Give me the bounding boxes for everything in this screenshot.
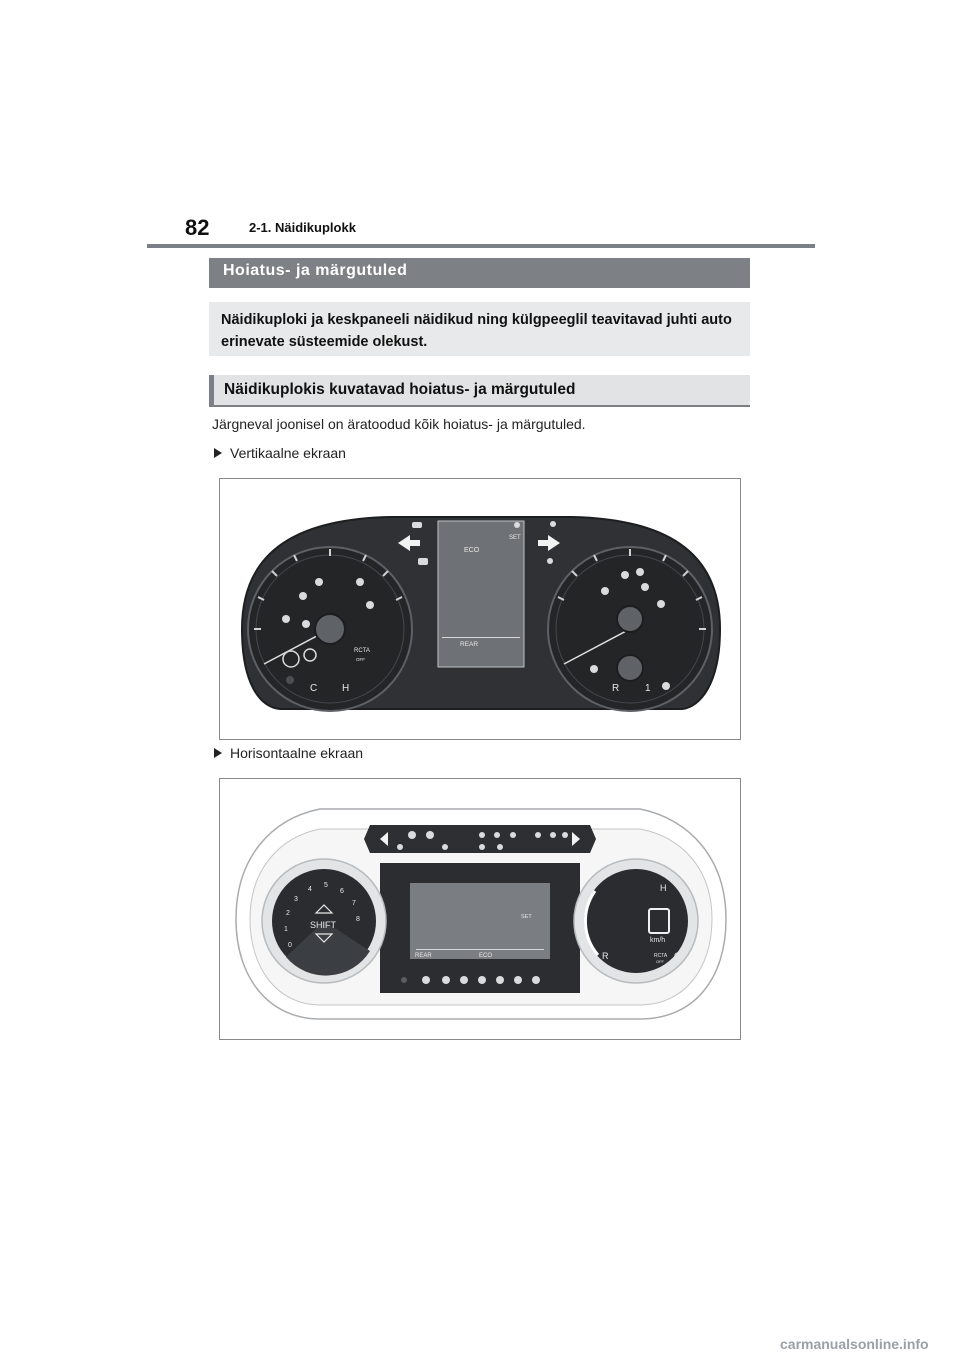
horizontal-set-label: SET: [521, 914, 532, 920]
vertical-rcta-label: RCTA: [354, 648, 370, 654]
caption-horizontal-text: Horisontaalne ekraan: [230, 745, 364, 761]
horizontal-h-label: H: [660, 883, 667, 893]
horizontal-r-label: R: [602, 951, 609, 961]
horizontal-cluster-illustration: SHIFT ECO SET REAR km/h RCTA OFF H C R 0…: [235, 808, 727, 1020]
gauge-ticks: [254, 549, 706, 630]
bullet-triangle-icon: [214, 448, 222, 458]
vertical-one-label: 1: [645, 683, 651, 694]
tach-3: 3: [294, 896, 298, 903]
bullet-triangle-icon: [214, 748, 222, 758]
shift-label: SHIFT: [310, 920, 337, 930]
caption-vertical-text: Vertikaalne ekraan: [230, 445, 346, 461]
turn-right-icon: [538, 535, 560, 551]
horizontal-rear-label: REAR: [415, 953, 432, 959]
body-text: Järgneval joonisel on äratoodud kõik hoi…: [212, 416, 586, 432]
vertical-set-label: SET: [509, 535, 521, 541]
tach-0: 0: [288, 942, 292, 949]
tach-8: 8: [356, 916, 360, 923]
vertical-h-label: H: [342, 683, 349, 694]
subsection-title: Näidikuplokis kuvatavad hoiatus- ja märg…: [224, 381, 576, 398]
intro-text: Näidikuploki ja keskpaneeli näidikud nin…: [221, 312, 732, 350]
tach-7: 7: [352, 900, 356, 907]
figure-vertical-display: ECO SET REAR RCTA OFF C H R 1: [219, 478, 741, 740]
figure-caption-vertical: Vertikaalne ekraan: [214, 445, 346, 461]
page-number: 82: [185, 215, 210, 240]
footer-watermark-url: carmanualsonline.info: [780, 1336, 929, 1352]
horizontal-eco-label: ECO: [479, 953, 492, 959]
tach-5: 5: [324, 882, 328, 889]
section-title: Hoiatus- ja märgutuled: [223, 262, 408, 279]
tach-6: 6: [340, 888, 344, 895]
section-title-bar: Hoiatus- ja märgutuled: [209, 258, 750, 288]
subsection-title-bar: Näidikuplokis kuvatavad hoiatus- ja märg…: [209, 375, 750, 407]
right-needle: [563, 628, 631, 665]
vertical-cluster-illustration: ECO SET REAR RCTA OFF C H R 1: [240, 516, 722, 712]
turn-right-icon: [572, 832, 580, 846]
kmh-label: km/h: [650, 937, 665, 944]
figure-horizontal-display: SHIFT ECO SET REAR km/h RCTA OFF H C R 0…: [219, 778, 741, 1040]
header-rule: [147, 244, 815, 248]
speed-digit: [648, 908, 670, 934]
horizontal-off-label: OFF: [656, 959, 665, 964]
vertical-c-label: C: [310, 683, 317, 694]
vertical-rear-label: REAR: [460, 641, 478, 648]
turn-left-icon: [380, 832, 388, 846]
horizontal-c-label: C: [674, 951, 681, 961]
figure-caption-horizontal: Horisontaalne ekraan: [214, 745, 363, 761]
horizontal-rcta-label: RCTA: [654, 953, 668, 959]
chapter-title: 2-1. Näidikuplokk: [249, 220, 356, 235]
intro-box: Näidikuploki ja keskpaneeli näidikud nin…: [209, 302, 750, 356]
vertical-off-label: OFF: [356, 657, 365, 662]
tach-2: 2: [286, 910, 290, 917]
tach-4: 4: [308, 886, 312, 893]
vertical-eco-label: ECO: [464, 547, 480, 554]
turn-left-icon: [398, 535, 420, 551]
vertical-r-label: R: [612, 683, 619, 694]
tach-1: 1: [284, 926, 288, 933]
